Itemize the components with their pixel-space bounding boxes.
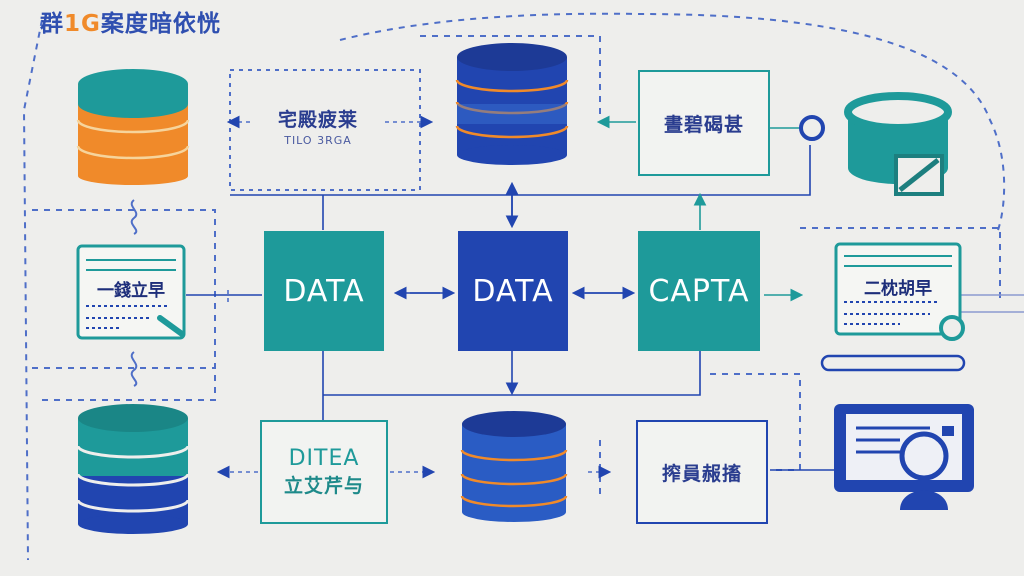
process-box-bottom-left: DITEA 立艾芹与: [260, 420, 388, 524]
document-right-label-wrap: 二枕胡早: [836, 274, 960, 299]
database-icon: [455, 43, 569, 165]
capta-node-label: CAPTA: [648, 273, 750, 309]
diagram-title: 群1G案度暗依恍: [40, 4, 221, 38]
process-box-title: DITEA: [288, 446, 360, 471]
link-icon: [130, 199, 138, 387]
process-box-bottom-right: 搾員赧搐: [636, 420, 768, 524]
process-label-zh: 宅殿疲莱: [277, 109, 358, 131]
process-label-top-left: 宅殿疲莱 TILO 3RGA: [252, 96, 384, 156]
document-icon: [76, 244, 186, 340]
capta-node: CAPTA: [638, 231, 760, 351]
data-node-left: DATA: [264, 231, 384, 351]
process-box-sub: 立艾芹与: [283, 475, 364, 497]
document-left-label: 一錢立早: [97, 281, 165, 301]
database-icon: [76, 69, 190, 185]
data-node-center: DATA: [458, 231, 568, 351]
data-node-label: DATA: [472, 273, 554, 309]
monitor-user-icon: [834, 404, 974, 510]
data-node-label: DATA: [283, 273, 365, 309]
process-label-sub: TILO 3RGA: [284, 134, 352, 147]
connector-ring-icon: [799, 115, 825, 141]
process-box-label: 搾員赧搐: [661, 462, 742, 485]
document-icon: [820, 242, 966, 372]
database-icon: [76, 404, 190, 534]
solid-connectors: [186, 115, 1024, 471]
document-right-label: 二枕胡早: [864, 279, 932, 299]
document-left-label-wrap: 一錢立早: [78, 276, 184, 301]
title-part-highlight: 1G: [64, 11, 101, 37]
process-box-top-right: 晝碧碣甚: [638, 70, 770, 176]
title-part-a: 群: [40, 11, 64, 37]
process-box-label: 晝碧碣甚: [663, 113, 744, 136]
dashed-arrows: [216, 115, 612, 479]
database-icon: [460, 411, 568, 522]
title-part-b: 案度暗依恍: [100, 11, 221, 37]
storage-drum-icon: [844, 92, 952, 196]
